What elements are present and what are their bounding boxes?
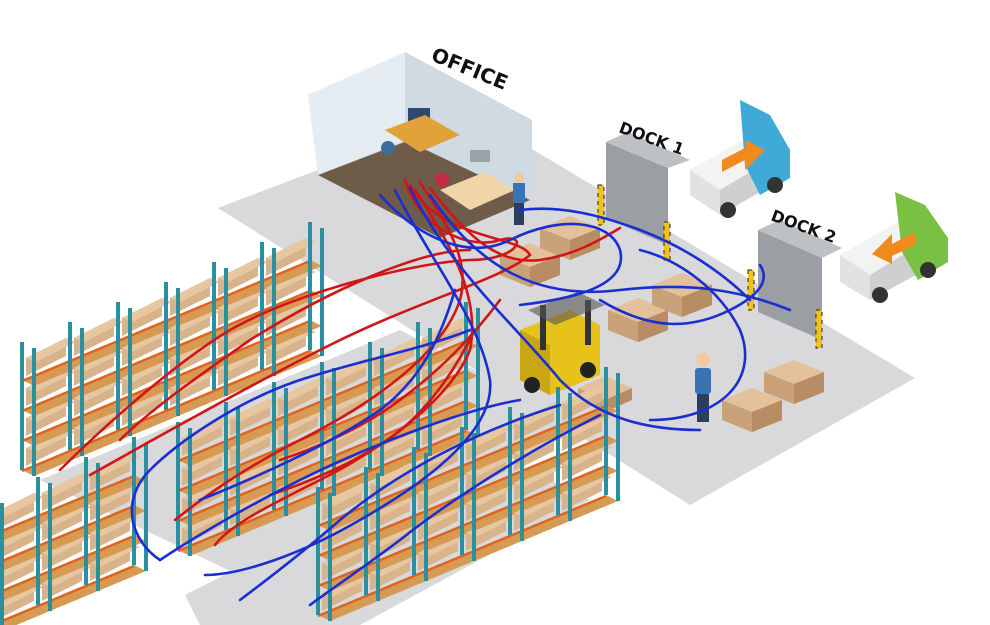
red-path [58,178,519,472]
blue-path [598,263,766,326]
blue-path [408,186,702,432]
pallet-stack [764,360,824,404]
dock-1-door [606,142,668,245]
storage-rack [0,437,148,625]
dock-2-frame [758,220,842,258]
blue-path [130,328,472,562]
dock-2: DOCK 2 [747,192,948,349]
office-wall-left [308,52,405,175]
dock-1: DOCK 1 [597,100,790,261]
office-desk-2 [440,172,515,210]
red-path [213,188,474,547]
dock-1-bollard [597,184,605,226]
dock-1-frame [606,132,690,168]
blue-path [428,193,792,312]
dock-2-bollard [747,269,755,311]
truck-1 [690,100,790,218]
pallet-stacks [500,216,824,432]
office-printer [470,150,490,162]
truck-2-cab [895,192,948,280]
storage-rack [20,222,324,476]
blue-path [518,207,752,302]
warehouse-worker [695,353,711,422]
office-wall-right [405,52,532,200]
storage-racks [0,222,620,625]
office-chair [435,173,449,187]
dock-2-door [758,230,822,340]
blue-path [198,288,457,502]
truck-2-arrow [872,232,915,264]
office-desk [385,115,460,152]
blue-path [238,403,562,602]
blue-path [638,248,747,422]
truck-1-arrow [722,140,765,172]
red-path [118,248,472,442]
red-path [88,183,532,477]
office-chair-2 [381,141,395,155]
dock-2-bollard-2 [815,309,823,349]
red-path [428,186,622,262]
pallet-stack [540,216,600,260]
movement-paths [58,178,792,607]
pallet-stack [722,388,782,432]
office-worker [513,173,525,225]
blue-path [308,413,602,607]
blue-paths [130,186,792,607]
truck-2 [840,192,948,303]
blue-path [158,398,522,562]
pallet-stack [652,273,712,317]
truck-1-cab [740,100,790,195]
